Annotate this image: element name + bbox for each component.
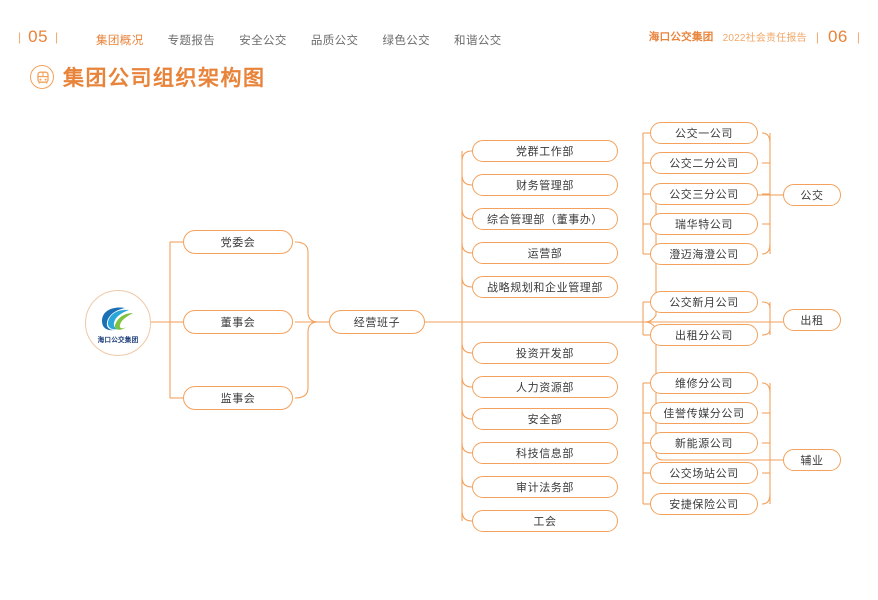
node-label: 公交 [800,189,824,202]
nav-item-jituangaikuang[interactable]: 集团概况 [96,35,144,47]
node-gongjiaoerfengongsi[interactable]: 公交二分公司 [650,152,758,174]
group-label-fuye[interactable]: 辅业 [783,449,841,471]
node-yunyingbu[interactable]: 运营部 [472,242,618,264]
node-label: 监事会 [220,392,256,405]
node-gongjiaosanfengongsi[interactable]: 公交三分公司 [650,183,758,205]
node-kejixinxibu[interactable]: 科技信息部 [472,442,618,464]
nav-item-pinzhigongjiao[interactable]: 品质公交 [310,35,359,47]
node-gongjiaoyigongsi[interactable]: 公交一公司 [650,122,758,144]
node-ruihuategongsi[interactable]: 瑞华特公司 [650,213,758,235]
node-label: 公交场站公司 [669,467,739,480]
bus-icon [30,65,54,89]
nav-item-lvsegongjiao[interactable]: 绿色公交 [382,35,431,47]
nav-item-anquangongjiao[interactable]: 安全公交 [239,35,287,47]
node-label: 维修分公司 [675,377,733,390]
node-shenjifawubu[interactable]: 审计法务部 [472,476,618,498]
node-label: 战略规划和企业管理部 [487,281,603,294]
node-dangqungongzuobu[interactable]: 党群工作部 [472,140,618,162]
node-caiwuguanlibu[interactable]: 财务管理部 [472,174,618,196]
page-title: 集团公司组织架构图 [63,66,266,90]
node-jingyingbanzi[interactable]: 经营班子 [329,310,425,334]
page-header: | 05 | 集团概况 专题报告 安全公交 品质公交 绿色公交 和谐公交 海口公… [0,0,878,57]
node-label: 党群工作部 [516,145,574,158]
page-number-left-group: | 05 | [18,28,58,45]
company-logo: 海口公交集团 [85,290,151,356]
page-number-right-group: 海口公交集团 2022社会责任报告 | 06 | [649,28,860,45]
logo-swoosh-icon [102,307,133,331]
node-label: 公交三分公司 [669,188,739,201]
node-label: 澄迈海澄公司 [669,248,739,261]
report-name: 2022社会责任报告 [722,33,807,44]
node-label: 审计法务部 [516,481,574,494]
node-gongjiaochangzhangongsi[interactable]: 公交场站公司 [650,462,758,484]
page-bar-left2-icon: | [55,29,59,44]
node-label: 公交新月公司 [669,296,739,309]
node-label: 公交一公司 [675,127,733,140]
node-dongshihui[interactable]: 董事会 [183,310,293,334]
node-label: 经营班子 [353,316,401,329]
group-label-gongjiao[interactable]: 公交 [783,184,841,206]
node-label: 党委会 [220,236,256,249]
node-label: 科技信息部 [516,447,574,460]
node-anquanbu[interactable]: 安全部 [472,408,618,430]
node-label: 出租分公司 [675,329,733,342]
node-label: 综合管理部（董事办） [487,213,603,226]
node-jianshihui[interactable]: 监事会 [183,386,293,410]
page-title-row: 集团公司组织架构图 [30,62,266,92]
node-gonghui[interactable]: 工会 [472,510,618,532]
section-nav: 集团概况 专题报告 安全公交 品质公交 绿色公交 和谐公交 [94,31,504,49]
nav-item-zhuantibaogao[interactable]: 专题报告 [167,35,216,47]
node-label: 辅业 [800,454,824,467]
page-bar-left-icon: | [18,29,22,44]
node-gongjiaoxinyuegongsi[interactable]: 公交新月公司 [650,291,758,313]
node-anjiebaoxiangongsi[interactable]: 安捷保险公司 [650,493,758,515]
node-dangweihui[interactable]: 党委会 [183,230,293,254]
node-chengmaihaichenggongsi[interactable]: 澄迈海澄公司 [650,243,758,265]
node-label: 佳誉传媒分公司 [663,407,745,420]
logo-text: 海口公交集团 [97,336,139,344]
page-bar-right2-icon: | [856,29,860,44]
group-label-chuzu[interactable]: 出租 [783,309,841,331]
node-label: 新能源公司 [675,437,733,450]
node-label: 财务管理部 [516,179,574,192]
node-xinnengyuangongsi[interactable]: 新能源公司 [650,432,758,454]
node-label: 公交二分公司 [669,157,739,170]
node-label: 人力资源部 [516,381,574,394]
node-chuzufengongsi[interactable]: 出租分公司 [650,324,758,346]
node-label: 安全部 [527,413,563,426]
brand-name: 海口公交集团 [648,31,714,43]
node-touzikaifabu[interactable]: 投资开发部 [472,342,618,364]
nav-item-hexiegongjiao[interactable]: 和谐公交 [454,35,502,47]
page-bar-right-icon: | [815,29,819,44]
node-jiayuchuanmeifengongsi[interactable]: 佳誉传媒分公司 [650,402,758,424]
node-label: 运营部 [527,247,563,260]
node-label: 投资开发部 [516,347,574,360]
node-label: 安捷保险公司 [669,498,739,511]
node-renliziyuanbu[interactable]: 人力资源部 [472,376,618,398]
node-label: 瑞华特公司 [675,218,733,231]
page-number-right: 06 [827,27,848,46]
node-label: 出租 [800,314,824,327]
node-zhanlueguihuabu[interactable]: 战略规划和企业管理部 [472,276,618,298]
page-number-left: 05 [28,27,49,46]
node-label: 工会 [533,515,557,528]
node-zongheguanlibu[interactable]: 综合管理部（董事办） [472,208,618,230]
node-weixiufengongsi[interactable]: 维修分公司 [650,372,758,394]
node-label: 董事会 [220,316,256,329]
